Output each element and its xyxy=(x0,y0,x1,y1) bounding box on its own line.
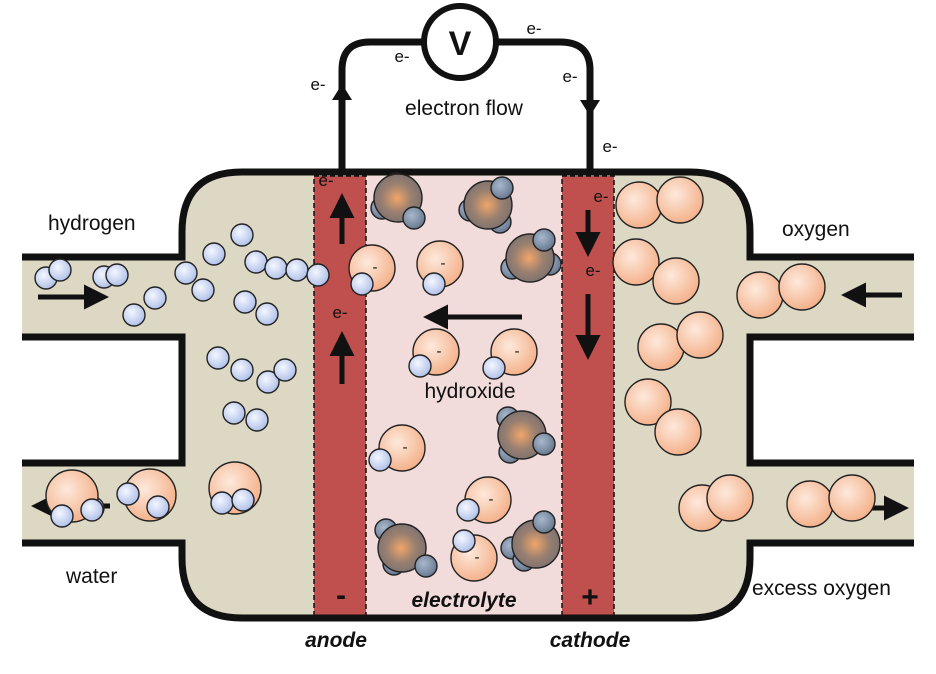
anode-electrode xyxy=(313,175,367,617)
hydrogen-molecule xyxy=(206,346,254,382)
water-product-molecule xyxy=(208,461,262,515)
oxygen-molecule xyxy=(624,378,702,456)
ion-charge-label: - xyxy=(441,255,446,272)
hydrogen-molecule xyxy=(34,258,72,290)
electrolyte-label: electrolyte xyxy=(411,589,516,612)
hydrogen-molecule xyxy=(256,358,297,394)
oxygen-molecule xyxy=(678,474,754,532)
oxygen-molecule xyxy=(637,311,724,371)
molecules: - - - - - - - xyxy=(34,172,876,582)
water-product-molecule xyxy=(116,468,177,522)
hydrogen-label: hydrogen xyxy=(48,212,136,235)
hydroxide-ion: - xyxy=(456,476,512,524)
electron-labels: e- e- e- e- e- e- e- e- e- xyxy=(310,19,617,322)
hydroxide-label: hydroxide xyxy=(424,380,515,403)
hydrogen-molecule xyxy=(222,401,269,432)
hydroxide-ion: - xyxy=(408,328,460,378)
ion-charge-label: - xyxy=(437,343,442,360)
oxygen-molecule xyxy=(786,474,876,528)
water-molecule xyxy=(370,172,426,230)
water-molecule xyxy=(500,228,562,283)
anode-sign: - xyxy=(336,579,346,612)
electron-label: e- xyxy=(394,47,409,66)
hydroxide-ion: - xyxy=(450,529,498,582)
water-label: water xyxy=(65,565,117,588)
hydroxide-ion: - xyxy=(368,424,426,472)
voltmeter-label: V xyxy=(449,25,472,63)
ion-charge-label: - xyxy=(475,549,480,566)
excess-oxygen-label: excess oxygen xyxy=(752,577,891,600)
hydrogen-molecule xyxy=(285,258,330,287)
water-molecule xyxy=(500,510,561,572)
voltmeter-icon xyxy=(421,3,499,81)
hydrogen-molecule xyxy=(174,261,215,302)
electron-label: e- xyxy=(318,171,333,190)
oxygen-molecule xyxy=(615,176,704,229)
electron-label: e- xyxy=(585,261,600,280)
ion-charge-label: - xyxy=(515,343,520,360)
cathode-sign: + xyxy=(581,581,599,614)
hydroxide-ion: - xyxy=(482,328,538,380)
electron-flow-down-arrow-icon xyxy=(580,100,600,116)
electron-label: e- xyxy=(593,187,608,206)
hydrogen-molecule xyxy=(244,250,288,280)
text-labels: hydrogen oxygen water excess oxygen elec… xyxy=(48,97,891,652)
water-outlet-molecule xyxy=(45,469,104,528)
electron-label: e- xyxy=(332,303,347,322)
ion-charge-label: - xyxy=(403,439,408,456)
chamber-outline xyxy=(22,168,914,622)
external-circuit: V xyxy=(332,3,600,172)
cathode-label: cathode xyxy=(550,629,631,652)
electron-flow-up-arrow-icon xyxy=(332,84,352,100)
water-molecule xyxy=(496,406,556,464)
electron-label: e- xyxy=(602,137,617,156)
electron-label: e- xyxy=(562,67,577,86)
ion-charge-label: - xyxy=(373,259,378,276)
hydroxide-ion: - xyxy=(416,240,464,296)
hydrogen-molecule xyxy=(122,286,167,327)
hydrogen-molecule xyxy=(233,290,279,326)
anode-label: anode xyxy=(305,629,367,652)
oxygen-molecule xyxy=(736,263,826,319)
water-molecule xyxy=(458,176,514,234)
hydroxide-ion: - xyxy=(348,244,396,296)
water-molecule xyxy=(374,518,438,578)
electron-flow-label: electron flow xyxy=(405,97,524,120)
ion-charge-label: - xyxy=(489,491,494,508)
electron-label: e- xyxy=(526,19,541,38)
electron-label: e- xyxy=(310,75,325,94)
hydrogen-molecule xyxy=(92,263,129,289)
oxygen-label: oxygen xyxy=(782,218,850,241)
oxygen-molecule xyxy=(612,238,700,305)
hydrogen-molecule xyxy=(202,223,254,266)
